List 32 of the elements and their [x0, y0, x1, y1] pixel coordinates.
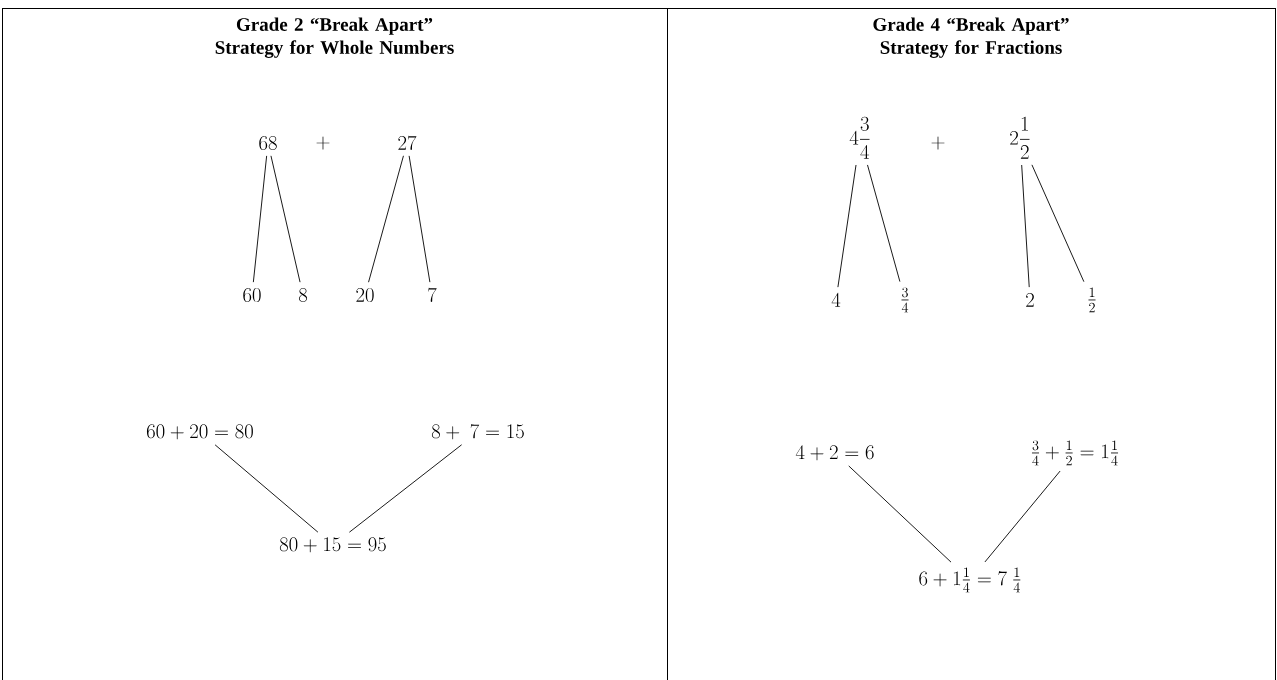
math-expression: $2$	[1026, 293, 1034, 307]
branch-line	[984, 470, 1061, 563]
math-expression: $\frac{1}{2}$	[1088, 287, 1096, 313]
math-expression: $6 + 1\frac{1}{4} = 7\ \frac{1}{4}$	[919, 567, 1021, 593]
branch-line	[252, 155, 268, 283]
math-expression: $60$	[243, 288, 261, 302]
branch-line	[848, 465, 952, 563]
math-expression: $\frac{3}{4}$	[901, 287, 909, 313]
branch-line	[214, 444, 319, 533]
math-expression: $7$	[428, 287, 437, 302]
math-expression: $8 +\ 7 = 15$	[431, 424, 524, 440]
math-expression: $68$	[259, 136, 277, 150]
branch-line	[348, 444, 463, 533]
math-expression: $80 + 15 = 95$	[279, 537, 386, 553]
branch-line	[1031, 164, 1085, 283]
branch-line	[408, 155, 431, 283]
math-expression: $8$	[298, 288, 308, 302]
math-expression: $4\frac{3}{4}$	[849, 116, 870, 159]
math-expression: $27$	[398, 135, 417, 150]
math-expression: $4$	[831, 292, 841, 307]
math-expression: $4 + 2 = 6$	[795, 445, 874, 461]
plus-sign: $+$	[931, 136, 945, 150]
branch-line	[270, 155, 301, 283]
math-expression: $\frac{3}{4} + \frac{1}{2} = 1\frac{1}{4}$	[1032, 440, 1119, 466]
branch-line	[837, 164, 857, 288]
branch-line	[1021, 164, 1030, 288]
branch-line	[368, 155, 404, 283]
branch-line	[867, 164, 901, 283]
math-expression: $2\frac{1}{2}$	[1010, 116, 1030, 159]
math-expression: $20$	[356, 288, 374, 302]
math-expression: $60 + 20 = 80$	[146, 424, 253, 440]
plus-sign: $+$	[316, 136, 330, 150]
